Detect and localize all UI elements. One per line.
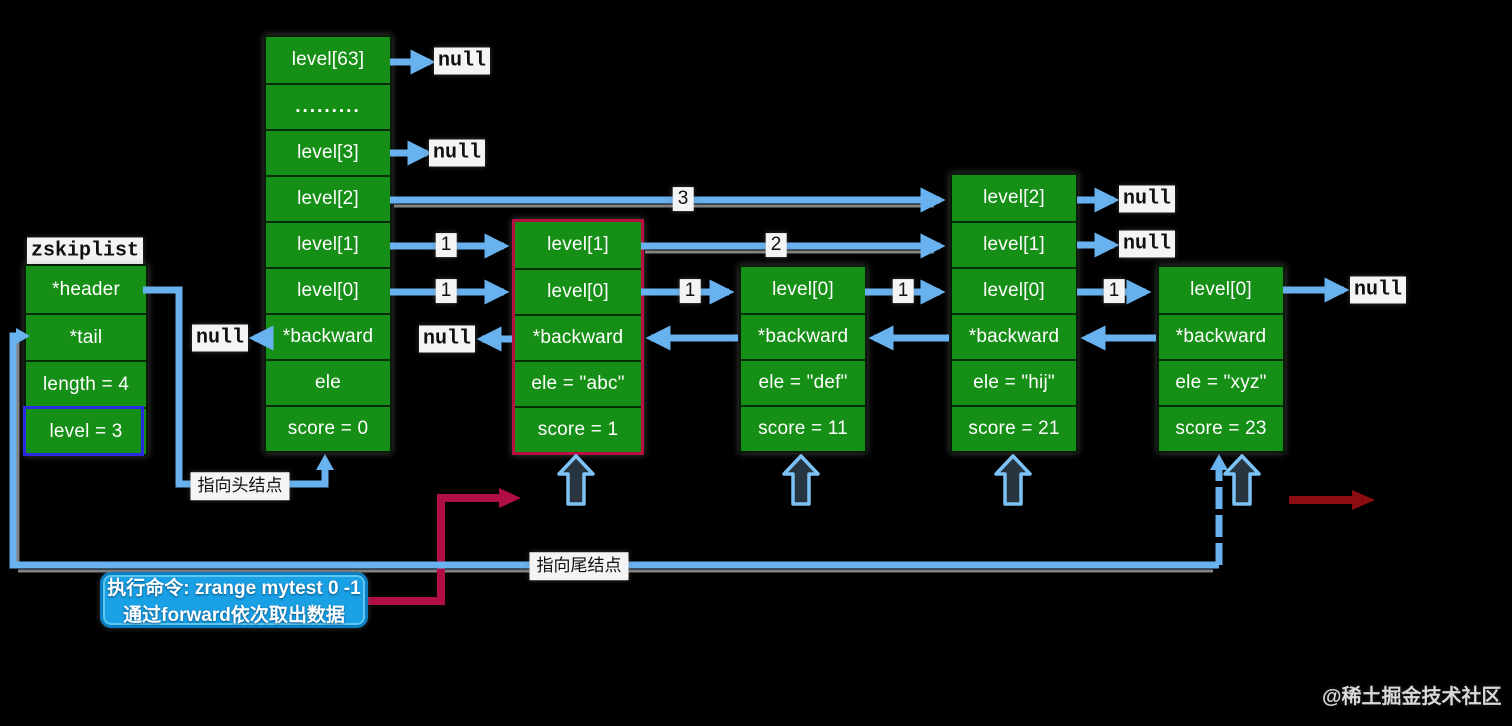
node-cell: level[63] [291,49,365,70]
node-cell: level[2] [983,187,1045,208]
node-cell: *backward [952,313,1076,359]
watermark: @稀土掘金技术社区 [1322,686,1502,708]
span-label: 1 [435,279,457,303]
command-box: 执行命令: zrange mytest 0 -1 通过forward依次取出数据 [100,572,368,628]
struct-cell-length: length = 4 [26,360,146,407]
traverse-direction-arrow [1289,490,1375,510]
up-arrow-icon [1223,454,1261,506]
node-cell: ele = "xyz" [1159,359,1283,405]
node-abc: level[1] level[0] *backward ele = "abc" … [512,219,644,455]
struct-cell-level: level = 3 [26,407,146,454]
null-label: null [191,324,249,352]
node-cell: score = 0 [266,405,390,451]
node-cell: level[0] [1190,279,1252,300]
span-label: 1 [435,233,457,257]
command-line-1: 执行命令: zrange mytest 0 -1 [107,578,361,599]
node-cell: score = 21 [952,405,1076,451]
node-hij: level[2] level[1] level[0] *backward ele… [950,173,1078,453]
struct-cell-header: *header [52,278,120,300]
node-xyz: level[0] *backward ele = "xyz" score = 2… [1157,265,1285,453]
node-cell: ......... [266,83,390,129]
node-cell: *backward [515,314,641,360]
node-cell: score = 1 [515,406,641,452]
null-label: null [418,325,476,353]
node-cell: level[3] [266,129,390,175]
node-cell: level[0] [266,267,390,313]
null-label: null [428,139,486,167]
tail-pointer-label: 指向尾结点 [529,552,629,580]
head-pointer-label: 指向头结点 [190,472,290,500]
command-line-2: 通过forward依次取出数据 [123,605,345,626]
up-arrow-icon [782,454,820,506]
node-cell: level[0] [772,279,834,300]
up-arrow-icon [994,454,1032,506]
node-cell: level[1] [266,221,390,267]
up-arrow-icon [557,454,595,506]
struct-cell-tail: *tail [26,313,146,360]
node-cell: level[1] [952,221,1076,267]
node-cell: score = 11 [741,405,865,451]
node-cell: score = 23 [1159,405,1283,451]
span-label: 1 [892,279,914,303]
null-label: null [1118,185,1176,213]
node-cell: *backward [741,313,865,359]
span-label: 1 [1103,279,1125,303]
zskiplist-struct-box: *header *tail length = 4 level = 3 [24,264,148,456]
node-cell: ele = "hij" [952,359,1076,405]
node-cell: level[0] [952,267,1076,313]
node-cell: level[0] [515,268,641,314]
header-node: level[63] ......... level[3] level[2] le… [264,35,392,453]
null-label: null [1118,230,1176,258]
node-cell: level[1] [547,234,609,255]
node-cell: ele = "abc" [515,360,641,406]
node-cell: *backward [1159,313,1283,359]
node-cell: ele = "def" [741,359,865,405]
zskiplist-title: zskiplist [26,237,144,265]
command-flow-arrow [368,488,521,605]
span-label: 2 [765,233,787,257]
node-cell: level[2] [266,175,390,221]
span-label: 3 [672,187,694,211]
node-cell: ele [266,359,390,405]
node-def: level[0] *backward ele = "def" score = 1… [739,265,867,453]
up-arrow-icons [557,454,1261,506]
span-label: 1 [679,279,701,303]
null-label: null [433,47,491,75]
node-cell: *backward [266,313,390,359]
null-label: null [1349,276,1407,304]
